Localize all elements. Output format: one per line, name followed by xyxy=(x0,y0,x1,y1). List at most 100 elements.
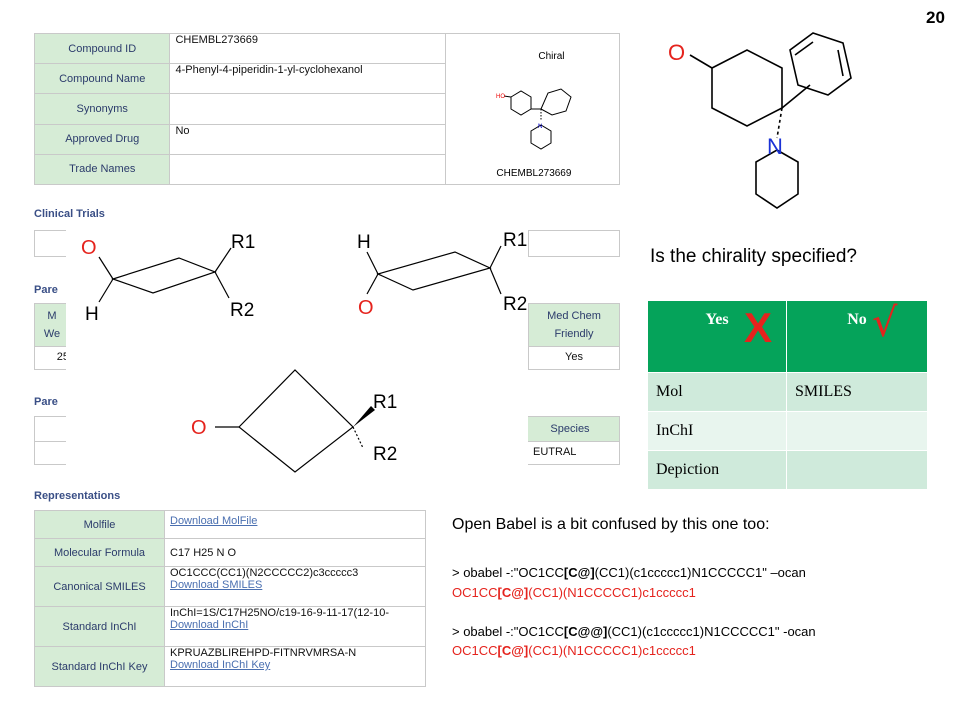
mol-cell: Mol xyxy=(647,372,787,412)
standard-inchi-label: Standard InChI xyxy=(34,606,165,647)
compound-name-label: Compound Name xyxy=(33,63,171,95)
cmd1-post: (CC1)(c1ccccc1)N1CCCCC1" –ocan xyxy=(594,565,806,580)
yes-header: Yes xyxy=(647,300,787,373)
diagram-left: O H R1 R2 xyxy=(81,232,255,325)
parent-heading-1: Pare xyxy=(34,284,58,296)
clinical-trials-box-right xyxy=(528,230,620,257)
out2-bold: [C@] xyxy=(497,643,529,658)
diagram-left-r2: R2 xyxy=(230,300,254,321)
no-header: No xyxy=(786,300,928,373)
approved-drug-label: Approved Drug xyxy=(33,123,171,155)
diagram-square: O R1 R2 xyxy=(191,369,397,473)
compound-id-label: Compound ID xyxy=(33,32,171,65)
download-inchi-key-link[interactable]: Download InChI Key xyxy=(170,659,271,671)
species-header-cell: Species xyxy=(520,416,620,443)
species-label: Species xyxy=(550,423,590,435)
compound-table: Compound ID CHEMBL273669 Chiral HO N xyxy=(33,32,620,186)
big-o-label: O xyxy=(668,40,685,65)
cmd2-bold: [C@@] xyxy=(563,624,608,639)
chirality-question: Is the chirality specified? xyxy=(650,246,857,267)
representations-table: Molfile Download MolFile Molecular Formu… xyxy=(34,510,426,687)
babel-output-2: OC1CC[C@](CC1)(N1CCCCC1)c1ccccc1 xyxy=(452,643,696,658)
mw-value-cell: 25 xyxy=(34,346,70,370)
depiction-cell: Depiction xyxy=(647,450,787,490)
small-ho-label: HO xyxy=(496,94,505,100)
small-n-label: N xyxy=(538,124,542,130)
standard-inchi-value: InChI=1S/C17H25NO/c19-16-9-11-17(12-10- xyxy=(170,607,389,619)
babel-title: Open Babel is a bit confused by this one… xyxy=(452,516,770,533)
diagram-middle-o: O xyxy=(358,297,374,319)
download-molfile-link[interactable]: Download MolFile xyxy=(170,515,258,527)
chirality-table: Yes No Mol SMILES InChI Depiction xyxy=(647,300,928,490)
diagram-square-r2: R2 xyxy=(373,444,397,465)
cmd1-bold: [C@] xyxy=(563,565,595,580)
mw-value: 25 xyxy=(56,351,69,363)
standard-inchi-key-label: Standard InChI Key xyxy=(34,646,165,687)
med-chem-value-cell: Yes xyxy=(528,346,620,370)
babel-output-1: OC1CC[C@](CC1)(N1CCCCC1)c1ccccc1 xyxy=(452,585,696,600)
download-inchi-link[interactable]: Download InChI xyxy=(170,619,249,631)
no-header-label: No xyxy=(847,311,867,328)
chiral-label: Chiral xyxy=(538,51,565,62)
smiles-cell: SMILES xyxy=(786,372,928,412)
babel-command-2: > obabel -:"OC1CC[C@@](CC1)(c1ccccc1)N1C… xyxy=(452,624,816,639)
download-smiles-link[interactable]: Download SMILES xyxy=(170,579,263,591)
yes-header-label: Yes xyxy=(705,311,729,328)
cmd2-pre: > obabel -:"OC1CC xyxy=(452,624,564,639)
parent2-box-left-top xyxy=(34,416,70,443)
diagram-middle: H O R1 R2 xyxy=(357,230,527,319)
mw-header-top: M xyxy=(47,310,57,322)
diagram-middle-r1: R1 xyxy=(503,230,527,251)
clinical-trials-box-left xyxy=(34,230,70,257)
small-structure-drawing: HO N xyxy=(496,88,572,150)
parent2-box-left-bottom xyxy=(34,441,70,465)
babel-command-1: > obabel -:"OC1CC[C@](CC1)(c1ccccc1)N1CC… xyxy=(452,565,806,580)
out2-post: (CC1)(N1CCCCC1)c1ccccc1 xyxy=(528,643,696,658)
diagram-overlay xyxy=(66,218,528,476)
representations-heading: Representations xyxy=(34,490,121,502)
med-chem-line2: Friendly xyxy=(554,328,594,340)
depiction-no-cell xyxy=(786,450,928,490)
synonyms-value xyxy=(169,93,447,125)
species-value-cell: EUTRAL xyxy=(520,441,620,465)
species-value: EUTRAL xyxy=(533,446,577,458)
out2-pre: OC1CC xyxy=(452,643,498,658)
compound-name-value: 4-Phenyl-4-piperidin-1-yl-cyclohexanol xyxy=(169,63,447,95)
slide-number: 20 xyxy=(926,8,945,27)
diagram-square-r1: R1 xyxy=(373,392,397,413)
standard-inchi-cell: InChI=1S/C17H25NO/c19-16-9-11-17(12-10- … xyxy=(164,606,426,647)
mw-header-cell: M We xyxy=(34,303,70,348)
molecular-formula-value: C17 H25 N O xyxy=(164,538,426,567)
check-mark: √ xyxy=(872,300,898,346)
med-chem-value: Yes xyxy=(565,351,583,363)
trade-names-value xyxy=(169,153,447,186)
out1-pre: OC1CC xyxy=(452,585,498,600)
clinical-trials-heading: Clinical Trials xyxy=(34,208,105,218)
canonical-smiles-cell: OC1CCC(CC1)(N2CCCCC2)c3ccccc3 Download S… xyxy=(164,566,426,607)
trade-names-label: Trade Names xyxy=(33,153,171,186)
standard-inchi-key-value: KPRUAZBLIREHPD-FITNRVMRSA-N xyxy=(170,647,357,659)
cmd1-pre: > obabel -:"OC1CC xyxy=(452,565,564,580)
parent-heading-2: Pare xyxy=(34,396,58,408)
diagram-middle-r2: R2 xyxy=(503,294,527,315)
structure-caption: CHEMBL273669 xyxy=(496,168,572,179)
structure-cell: Chiral HO N CHEMBL273669 xyxy=(445,33,620,185)
cmd2-post: (CC1)(c1ccccc1)N1CCCCC1" -ocan xyxy=(607,624,816,639)
molfile-value: Download MolFile xyxy=(164,510,426,539)
inchi-no-cell xyxy=(786,411,928,451)
big-n-label: N xyxy=(767,134,783,159)
out1-bold: [C@] xyxy=(497,585,529,600)
diagram-square-o: O xyxy=(191,417,207,439)
canonical-smiles-value: OC1CCC(CC1)(N2CCCCC2)c3ccccc3 xyxy=(170,567,359,579)
out1-post: (CC1)(N1CCCCC1)c1ccccc1 xyxy=(528,585,696,600)
diagram-middle-h: H xyxy=(357,232,371,253)
mw-header-bottom: We xyxy=(43,328,61,340)
standard-inchi-key-cell: KPRUAZBLIREHPD-FITNRVMRSA-N Download InC… xyxy=(164,646,426,687)
approved-drug-value: No xyxy=(169,123,447,155)
diagram-left-o: O xyxy=(81,237,97,259)
inchi-cell: InChI xyxy=(647,411,787,451)
canonical-smiles-label: Canonical SMILES xyxy=(34,566,165,607)
compound-id-value: CHEMBL273669 xyxy=(169,32,447,65)
cross-mark: X xyxy=(744,304,773,351)
diagram-left-h: H xyxy=(85,304,99,325)
